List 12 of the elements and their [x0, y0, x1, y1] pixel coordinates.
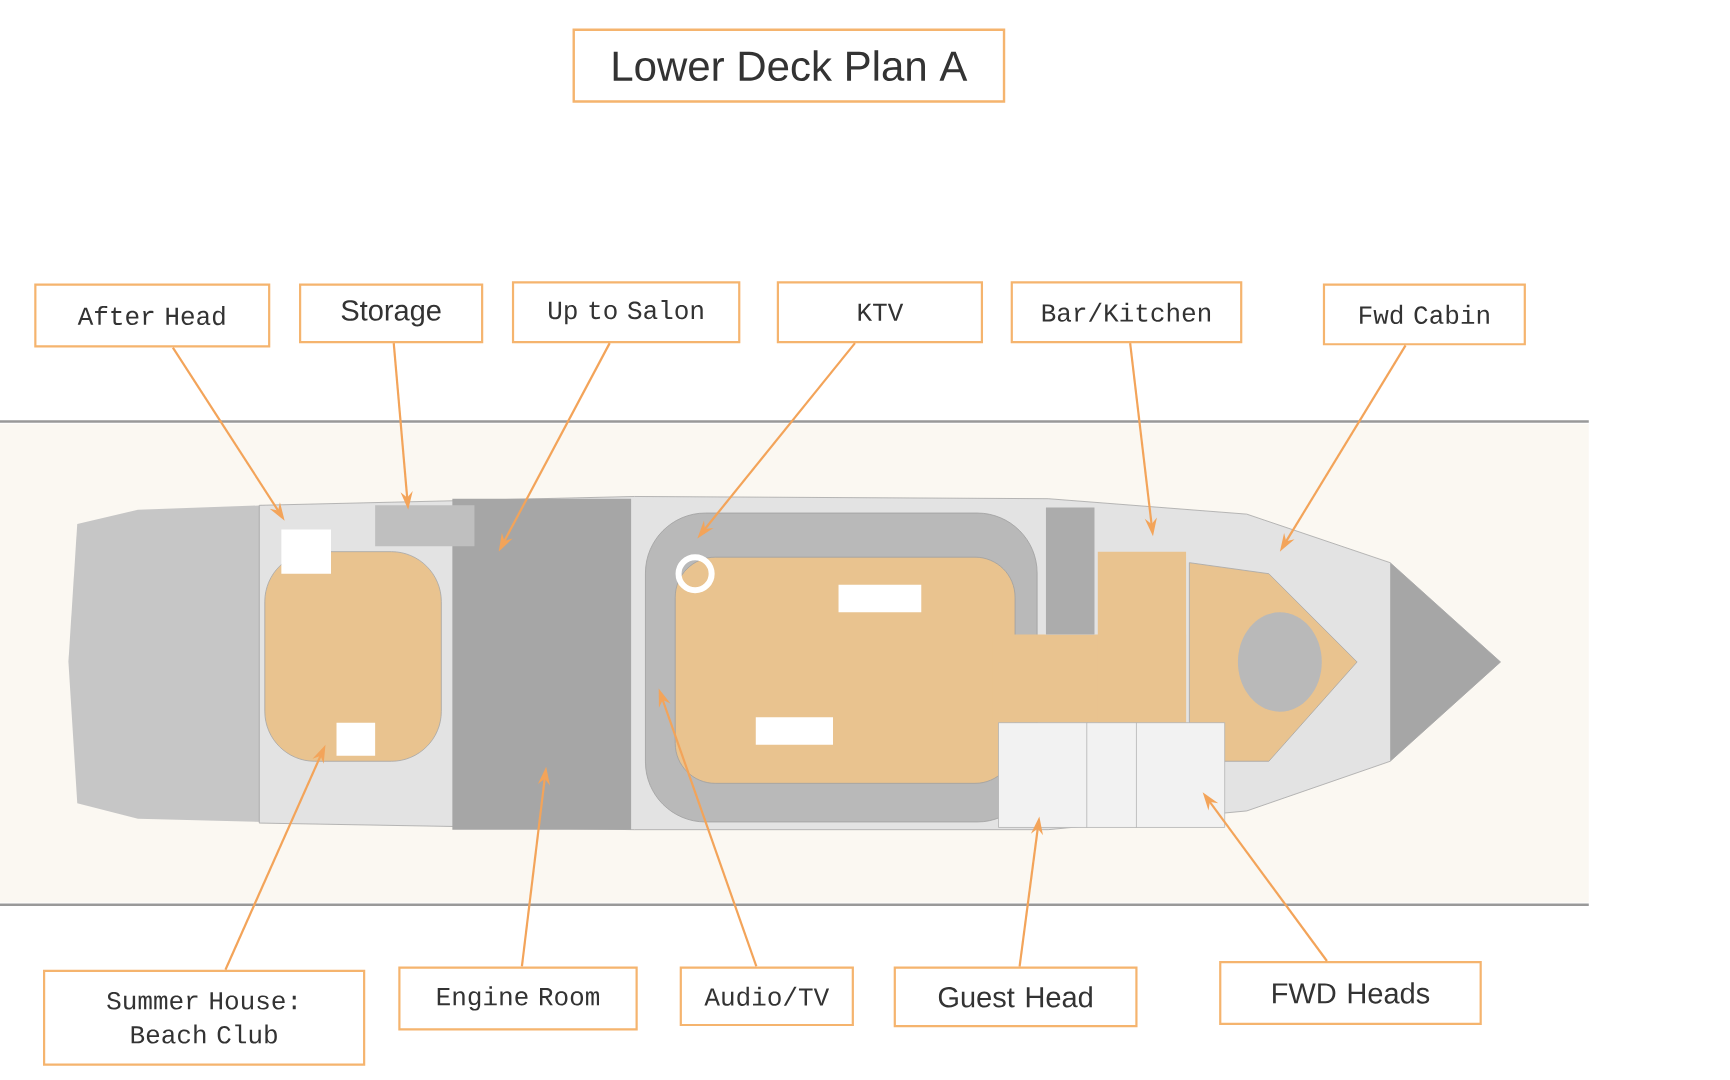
label-box: Engine Room	[398, 966, 638, 1031]
label-box: After Head	[34, 283, 271, 348]
label-box: Fwd Cabin	[1322, 283, 1526, 346]
label-box: FWD Heads	[1219, 960, 1482, 1025]
label-box: Summer House: Beach Club	[43, 969, 366, 1066]
label-box: Up to Salon	[511, 281, 741, 344]
label-box: Guest Head	[893, 966, 1138, 1028]
label-box: Bar/Kitchen	[1010, 281, 1243, 344]
label-box: Storage	[299, 283, 484, 344]
title-box: Lower Deck Plan A	[572, 28, 1006, 103]
label-box: Audio/TV	[679, 966, 854, 1027]
label-box: KTV	[776, 281, 983, 344]
